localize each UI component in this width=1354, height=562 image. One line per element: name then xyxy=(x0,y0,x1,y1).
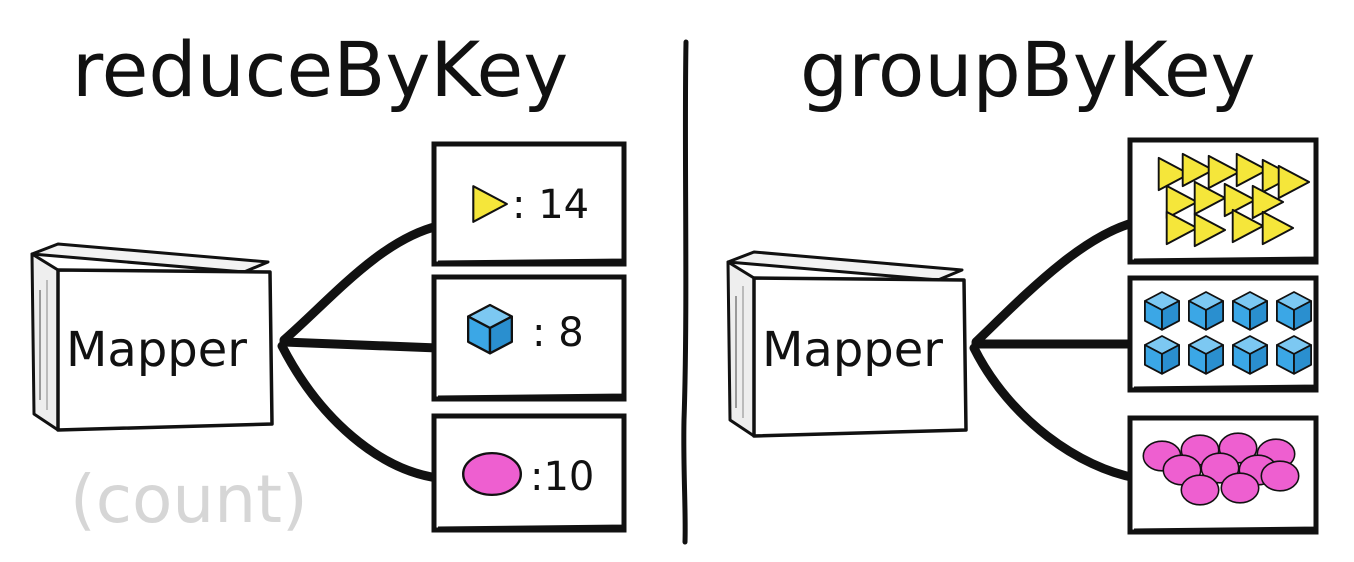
left-connector-3 xyxy=(277,341,443,483)
left-connector-1 xyxy=(279,221,443,345)
circle-icon xyxy=(1260,460,1300,492)
cube-icon xyxy=(1188,335,1224,375)
cube-icon xyxy=(1144,335,1180,375)
right-mapper-box xyxy=(726,250,968,438)
cube-icon xyxy=(1276,291,1312,331)
count-annotation: (count) xyxy=(70,461,308,538)
right-title: groupByKey xyxy=(800,25,1256,114)
left-result-box-2 xyxy=(431,274,627,402)
circle-icon xyxy=(462,451,522,497)
cube-icon xyxy=(1276,335,1312,375)
cube-icon xyxy=(1232,291,1268,331)
circle-icon xyxy=(1180,474,1220,506)
right-connector-3 xyxy=(969,343,1141,483)
cube-icon xyxy=(1188,291,1224,331)
left-title: reduceByKey xyxy=(72,25,568,114)
cube-icon xyxy=(1232,335,1268,375)
left-result-1-text: : 14 xyxy=(512,182,589,228)
cube-icon xyxy=(1144,291,1180,331)
left-result-box-1 xyxy=(431,141,627,267)
right-mapper-label: Mapper xyxy=(762,322,943,378)
center-divider xyxy=(681,39,689,545)
left-result-2-text: : 8 xyxy=(532,310,584,356)
left-mapper-label: Mapper xyxy=(66,322,247,378)
circle-icon xyxy=(1220,472,1260,504)
cube-icon xyxy=(466,303,514,355)
left-connector-2 xyxy=(279,337,443,353)
right-connector-1 xyxy=(971,217,1141,347)
left-result-3-text: :10 xyxy=(530,454,594,500)
left-mapper-box xyxy=(30,242,274,432)
